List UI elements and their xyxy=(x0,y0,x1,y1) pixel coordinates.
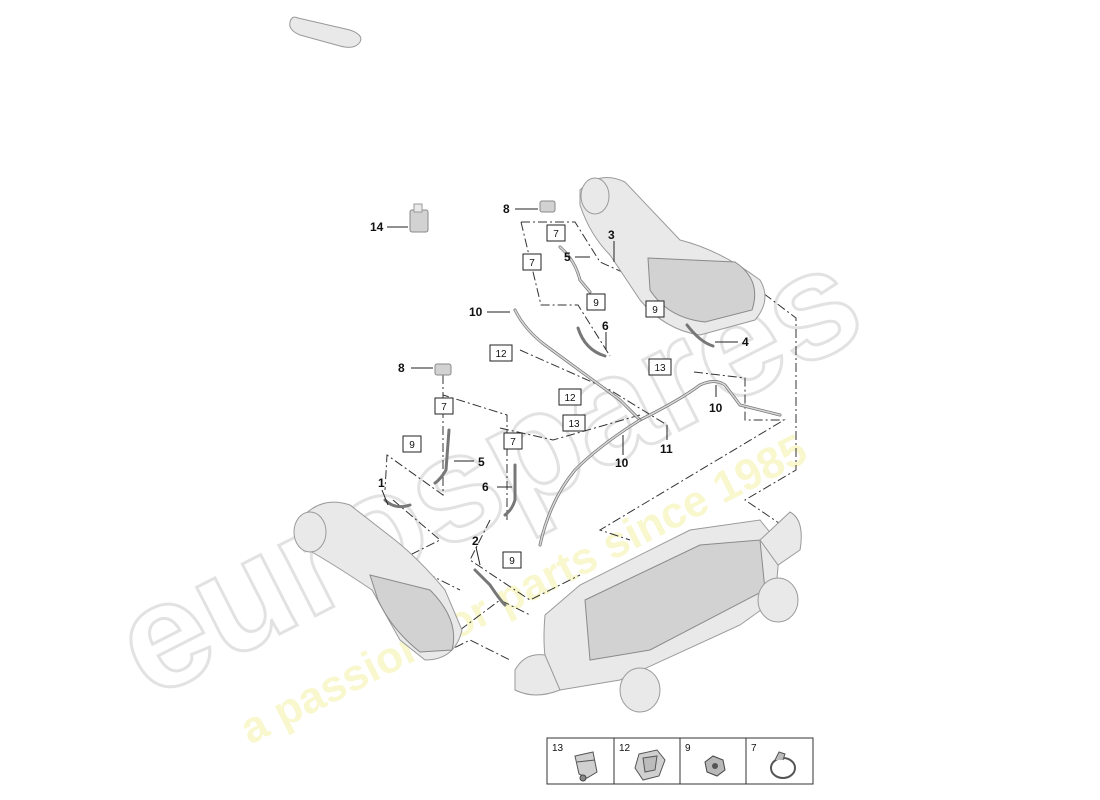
legend-table: 13 12 9 7 xyxy=(546,737,814,785)
callout-10-middle: 10 xyxy=(615,456,629,470)
valve-part-14 xyxy=(409,203,429,233)
hex-nut-icon xyxy=(704,755,726,777)
hose-clamp-icon xyxy=(770,751,796,779)
legend-cell-13: 13 xyxy=(546,737,615,785)
callout-6-lower: 6 xyxy=(482,480,489,494)
svg-text:7: 7 xyxy=(529,258,535,269)
ref-box-7: 7 xyxy=(434,397,454,415)
svg-text:9: 9 xyxy=(409,440,415,451)
ref-box-9: 9 xyxy=(402,435,422,453)
svg-text:12: 12 xyxy=(495,349,507,360)
ref-box-12: 12 xyxy=(489,344,513,362)
upper-catalytic-converter xyxy=(579,177,766,336)
callout-4: 4 xyxy=(742,335,749,349)
clip-bracket-icon xyxy=(634,749,666,781)
legend-cell-9: 9 xyxy=(679,737,747,785)
ref-box-9: 9 xyxy=(586,293,606,311)
callout-3: 3 xyxy=(608,228,615,242)
svg-text:12: 12 xyxy=(619,743,631,754)
callout-8-upper: 8 xyxy=(503,202,510,216)
svg-text:12: 12 xyxy=(564,393,576,404)
hoses xyxy=(383,245,782,607)
callouts: 14 8 3 5 10 6 4 8 10 11 10 5 6 1 2 xyxy=(370,202,749,548)
legend-cell-12: 12 xyxy=(613,737,681,785)
ref-box-7: 7 xyxy=(522,253,542,271)
ref-box-9: 9 xyxy=(645,300,665,318)
rubber-buffer-part xyxy=(289,16,362,48)
ref-box-7: 7 xyxy=(546,224,566,242)
svg-text:7: 7 xyxy=(441,402,447,413)
callout-6-upper: 6 xyxy=(602,319,609,333)
sensor-part-8-lower xyxy=(434,363,452,376)
legend-cell-7: 7 xyxy=(745,737,814,785)
svg-text:9: 9 xyxy=(593,298,599,309)
lower-catalytic-converter xyxy=(293,501,463,661)
svg-text:9: 9 xyxy=(652,305,658,316)
callout-10-upper: 10 xyxy=(469,305,483,319)
leader-lines xyxy=(381,208,738,566)
callout-5-lower: 5 xyxy=(478,455,485,469)
svg-text:13: 13 xyxy=(552,743,564,754)
sensor-part-8-upper xyxy=(539,200,556,213)
callout-10-right: 10 xyxy=(709,401,723,415)
ref-box-9: 9 xyxy=(502,551,522,569)
boxed-refs: 7 7 9 9 12 13 12 13 7 9 7 9 xyxy=(402,224,672,569)
svg-text:7: 7 xyxy=(751,743,757,754)
callout-2: 2 xyxy=(472,534,479,548)
ref-box-7: 7 xyxy=(503,432,523,450)
rear-silencer xyxy=(514,511,802,713)
callout-11: 11 xyxy=(660,442,673,456)
svg-text:7: 7 xyxy=(510,437,516,448)
callout-8-lower: 8 xyxy=(398,361,405,375)
ref-box-12: 12 xyxy=(558,388,582,406)
hose-clamp-double-icon xyxy=(574,751,598,782)
svg-text:13: 13 xyxy=(654,363,666,374)
callout-1: 1 xyxy=(378,476,385,490)
svg-text:7: 7 xyxy=(553,229,559,240)
ref-box-13: 13 xyxy=(562,414,586,432)
callout-5-upper: 5 xyxy=(564,250,571,264)
svg-text:13: 13 xyxy=(568,419,580,430)
callout-14: 14 xyxy=(370,220,384,234)
ref-box-13: 13 xyxy=(648,358,672,376)
svg-text:9: 9 xyxy=(685,743,691,754)
svg-text:9: 9 xyxy=(509,556,515,567)
